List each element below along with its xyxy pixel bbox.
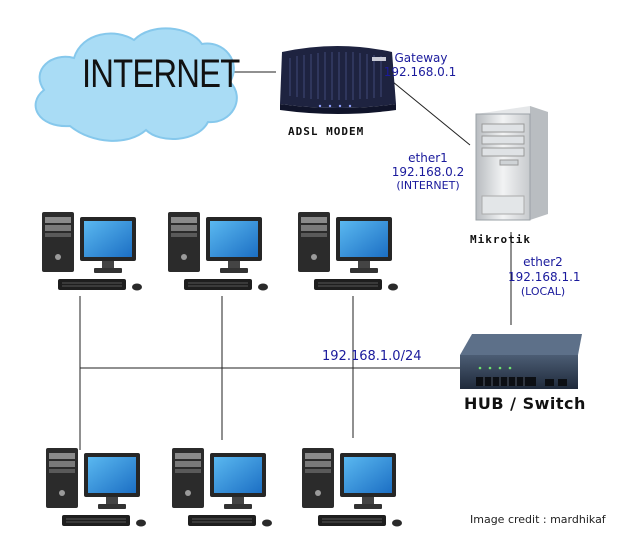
pc-top-right-icon [297,211,399,291]
internet-cloud [34,27,238,142]
pc-bottom-right-icon [301,447,403,527]
gateway-title: Gateway [394,51,448,65]
pc-bottom-middle-icon [171,447,273,527]
ether1-ip: 192.168.0.2 [391,165,465,179]
gateway-ip: 192.168.0.1 [383,65,457,79]
hub-switch-label: HUB / Switch [464,394,586,413]
adsl-modem-icon [280,46,396,114]
pc-top-left-icon [41,211,143,291]
pc-bottom-left-icon [45,447,147,527]
pc-top-middle-icon [167,211,269,291]
internet-label: INTERNET [82,52,240,96]
ether2-role: (LOCAL) [520,285,566,298]
ether2-name: ether2 [523,255,563,269]
adsl-modem-label: ADSL MODEM [288,125,365,138]
cable-modem-router [392,81,471,146]
mikrotik-label: Mikrotik [470,233,531,246]
mikrotik-router-icon [475,106,548,221]
cables [79,71,512,450]
lan-subnet-label: 192.168.1.0/24 [322,349,422,364]
ether1-name: ether1 [408,151,448,165]
ether2-ip: 192.168.1.1 [508,270,581,284]
image-credit: Image credit : mardhikaf [470,513,606,526]
ether1-role: (INTERNET) [396,179,460,192]
hub-switch-icon [460,334,582,389]
